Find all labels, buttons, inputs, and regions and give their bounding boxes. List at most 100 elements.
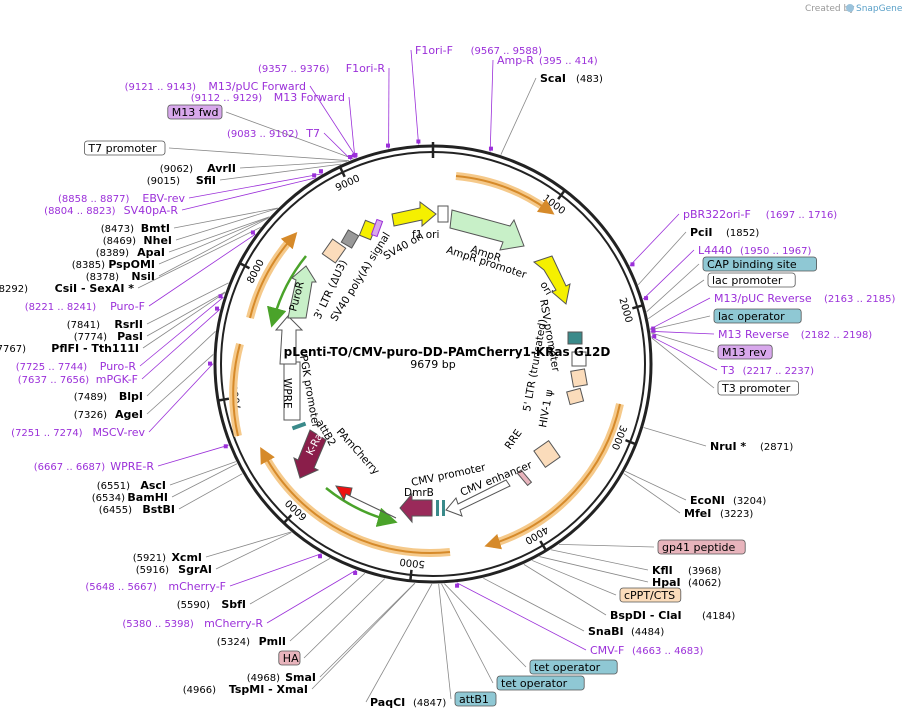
annotation-primer[interactable]: M13 Forward(9112 .. 9129) [191, 91, 345, 104]
annotation-enzyme[interactable]: RsrII(7841) [67, 318, 143, 331]
annotation-enzyme[interactable]: BspDI - ClaI(4184) [610, 609, 735, 622]
orf-arc-1 [455, 172, 551, 214]
annotation-coord: (7725 .. 7744) [16, 362, 88, 373]
annotation-enzyme[interactable]: ScaI(483) [540, 72, 603, 85]
primer-marker [644, 296, 649, 301]
annotation-box-blue[interactable]: tet operator [496, 675, 585, 691]
annotation-enzyme[interactable]: MfeI(3223) [684, 507, 753, 520]
connector-line [249, 558, 331, 605]
connector-line [651, 337, 715, 389]
annotation-box-white[interactable]: lac promoter [707, 272, 796, 288]
annotation-enzyme[interactable]: PciI(1852) [690, 226, 759, 239]
connector-line [178, 473, 243, 510]
annotation-box-white[interactable]: T3 promoter [717, 380, 799, 396]
feature-puror [287, 265, 317, 319]
annotation-enzyme[interactable]: ApaI(8389) [96, 246, 165, 259]
annotation-enzyme[interactable]: BlpI(7489) [74, 390, 143, 403]
annotation-enzyme[interactable]: PmlI(5324) [217, 635, 286, 648]
annotation-enzyme[interactable]: KflI(3968) [652, 564, 721, 577]
annotation-coord: (7841) [67, 320, 100, 331]
connector-line [139, 296, 224, 367]
annotation-enzyme[interactable]: BstBI(6455) [99, 503, 175, 516]
annotation-enzyme[interactable]: AvrII(9062) [160, 162, 236, 175]
annotation-primer[interactable]: mCherry-F(5648 .. 5667) [85, 580, 226, 593]
annotation-name: mPGK-F [96, 373, 138, 386]
connector-line [650, 330, 715, 335]
annotation-primer[interactable]: pBR322ori-F(1697 .. 1716) [683, 208, 837, 221]
annotation-primer[interactable]: EBV-rev(8858 .. 8877) [58, 192, 185, 205]
annotation-primer[interactable]: CMV-F(4663 .. 4683) [590, 644, 704, 657]
label-pamcherry: PAmCherry [334, 426, 382, 477]
annotation-enzyme[interactable]: NsiI(8378) [86, 270, 155, 283]
annotation-primer[interactable]: T7(9083 .. 9102) [227, 127, 320, 140]
annotation-primer[interactable]: M13/pUC Reverse(2163 .. 2185) [714, 292, 896, 305]
annotation-primer[interactable]: F1ori-F(9567 .. 9588) [415, 44, 542, 57]
annotation-box [278, 650, 301, 666]
annotation-coord: (8292) [0, 284, 28, 295]
annotation-coord: (3968) [688, 566, 721, 577]
annotation-name: T3 promoter [721, 382, 791, 395]
primer-marker [348, 154, 353, 159]
annotation-name: tet operator [501, 677, 568, 690]
annotation-enzyme[interactable]: PaqCI(4847) [370, 696, 446, 709]
annotation-name: PciI [690, 226, 712, 239]
annotation-enzyme[interactable]: BmtI(8473) [101, 222, 170, 235]
ruler-tick [539, 540, 547, 551]
annotation-primer[interactable]: F1ori-R(9357 .. 9376) [258, 62, 385, 75]
annotation-enzyme[interactable]: EcoNI(3204) [690, 494, 766, 507]
annotation-primer[interactable]: MSCV-rev(7251 .. 7274) [11, 426, 145, 439]
annotation-coord: (8858 .. 8877) [58, 194, 130, 205]
annotation-enzyme[interactable]: AgeI(7326) [74, 408, 143, 421]
annotation-box-purple[interactable]: M13 fwd [167, 104, 223, 120]
annotation-box-purple[interactable]: M13 rev [717, 344, 773, 360]
annotation-enzyme[interactable]: PasI(7774) [74, 330, 143, 343]
annotation-enzyme[interactable]: NheI(8469) [103, 234, 172, 247]
annotation-box-white[interactable]: T7 promoter [84, 140, 166, 156]
annotation-enzyme[interactable]: SbfI(5590) [177, 598, 246, 611]
annotation-name: PasI [117, 330, 143, 343]
annotation-enzyme[interactable]: HpaI(4062) [652, 576, 721, 589]
annotation-name: T3 [720, 364, 735, 377]
annotation-box-blue[interactable]: lac operator [713, 308, 802, 324]
annotation-enzyme[interactable]: SmaI(4968) [247, 671, 316, 684]
annotation-primer[interactable]: M13 Reverse(2182 .. 2198) [718, 328, 872, 341]
annotation-enzyme[interactable]: PflFI - Tth111I(7767) [0, 342, 139, 355]
annotation-enzyme[interactable]: SgrAI(5916) [136, 563, 212, 576]
annotation-enzyme[interactable]: NruI *(2871) [710, 440, 793, 453]
annotation-primer[interactable]: WPRE-R(6667 .. 6687) [34, 460, 155, 473]
annotation-coord: (6667 .. 6687) [34, 462, 106, 473]
feature-pgk [274, 315, 304, 365]
annotation-name: gp41 peptide [662, 541, 736, 554]
connector-line [642, 249, 695, 300]
annotation-enzyme[interactable]: SnaBI(4484) [588, 625, 664, 638]
annotation-enzyme[interactable]: AscI(6551) [97, 479, 166, 492]
annotation-box-tan[interactable]: cPPT/CTS [619, 587, 682, 603]
annotation-enzyme[interactable]: SfiI(9015) [147, 174, 216, 187]
annotation-name: PmlI [259, 635, 286, 648]
annotation-primer[interactable]: Puro-F(8221 .. 8241) [25, 300, 145, 313]
annotation-box-pink[interactable]: gp41 peptide [657, 539, 746, 555]
annotation-primer[interactable]: mPGK-F(7637 .. 7656) [18, 373, 138, 386]
annotation-primer[interactable]: L4440(1950 .. 1967) [698, 244, 812, 257]
annotation-box [529, 659, 618, 675]
annotation-box-blue[interactable]: attB1 [454, 691, 497, 707]
connector-line [438, 583, 452, 700]
annotation-primer[interactable]: Amp-R(395 .. 414) [497, 54, 598, 67]
annotation-primer[interactable]: Puro-R(7725 .. 7744) [16, 360, 137, 373]
label-dmrb: DmrB [404, 487, 434, 499]
annotation-primer[interactable]: T3(2217 .. 2237) [720, 364, 814, 377]
annotation-enzyme[interactable]: CsiI - SexAI *(8292) [0, 282, 134, 295]
annotation-primer[interactable]: mCherry-R(5380 .. 5398) [122, 617, 263, 630]
orf-arc-4-line [232, 343, 241, 437]
annotation-primer[interactable]: SV40pA-R(8804 .. 8823) [44, 204, 178, 217]
annotation-box-pink[interactable]: HA [278, 650, 301, 666]
annotation-enzyme[interactable]: PspOMI(8385) [72, 258, 155, 271]
annotation-box-blue[interactable]: CAP binding site [702, 256, 817, 272]
annotation-enzyme[interactable]: XcmI(5921) [133, 551, 202, 564]
annotation-primer[interactable]: M13/pUC Forward(9121 .. 9143) [125, 80, 306, 93]
annotation-box [702, 256, 817, 272]
annotation-enzyme[interactable]: BamHI(6534) [92, 491, 168, 504]
annotation-enzyme[interactable]: TspMI - XmaI(4966) [183, 683, 308, 696]
annotation-box-blue[interactable]: tet operator [529, 659, 618, 675]
primer-marker [223, 444, 228, 449]
